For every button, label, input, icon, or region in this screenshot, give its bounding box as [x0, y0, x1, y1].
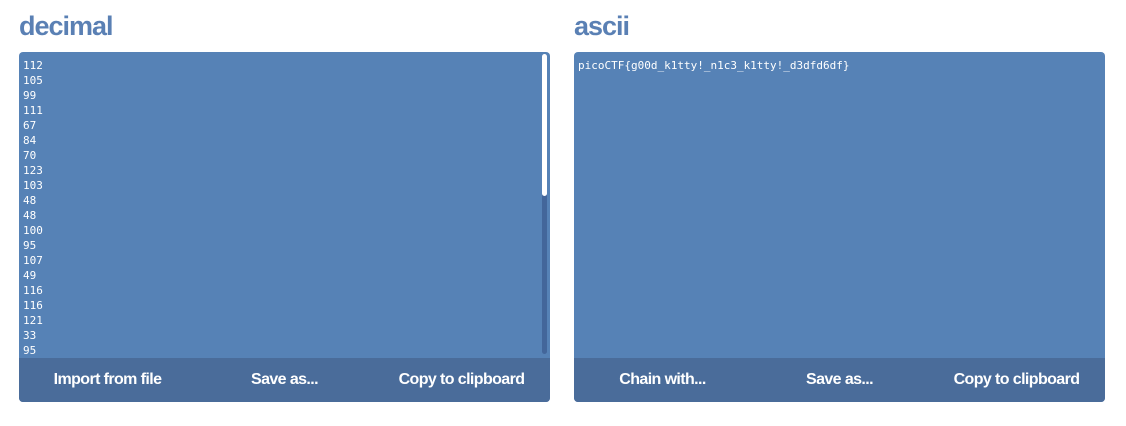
- decimal-line: 48: [23, 194, 37, 207]
- decimal-scrollbar[interactable]: [542, 54, 547, 354]
- decimal-line: 123: [23, 164, 43, 177]
- decimal-line: 111: [23, 104, 43, 117]
- decimal-line: 95: [23, 239, 37, 252]
- decimal-line: 70: [23, 149, 37, 162]
- decimal-toolbar: Import from file Save as... Copy to clip…: [19, 358, 550, 402]
- ascii-output[interactable]: picoCTF{g00d_k1tty!_n1c3_k1tty!_d3dfd6df…: [574, 52, 1105, 358]
- ascii-save-as-button[interactable]: Save as...: [806, 371, 874, 388]
- decimal-line: 107: [23, 254, 43, 267]
- import-from-file-button[interactable]: Import from file: [53, 371, 162, 388]
- decimal-line: 95: [23, 344, 37, 357]
- decimal-input[interactable]: 112 105 99 111 67 84 70 123 103 48 48 100 95 107 49 116…: [19, 52, 550, 358]
- decimal-title: decimal: [19, 11, 114, 41]
- decimal-line: 100: [23, 224, 43, 237]
- decimal-line: 105: [23, 74, 43, 87]
- ascii-box: picoCTF{g00d_k1tty!_n1c3_k1tty!_d3dfd6df…: [574, 52, 1105, 402]
- decimal-save-as-button[interactable]: Save as...: [251, 371, 319, 388]
- decimal-line: 103: [23, 179, 43, 192]
- decimal-line: 48: [23, 209, 37, 222]
- decimal-line: 99: [23, 89, 37, 102]
- ascii-output-text: picoCTF{g00d_k1tty!_n1c3_k1tty!_d3dfd6df…: [578, 59, 850, 72]
- decimal-line: 116: [23, 284, 43, 297]
- chain-with-button[interactable]: Chain with...: [619, 371, 706, 388]
- ascii-toolbar: Chain with... Save as... Copy to clipboa…: [574, 358, 1105, 402]
- ascii-copy-to-clipboard-button[interactable]: Copy to clipboard: [953, 371, 1080, 388]
- decimal-line: 67: [23, 119, 37, 132]
- ascii-panel: ascii picoCTF{g00d_k1tty!_n1c3_k1tty!_d3…: [574, 0, 1105, 402]
- decimal-line: 116: [23, 299, 43, 312]
- decimal-panel: decimal 112 105 99 111 67 84 70 123 103 48 48 100 95…: [19, 0, 550, 402]
- decimal-line: 121: [23, 314, 43, 327]
- decimal-box: 112 105 99 111 67 84 70 123 103 48 48 100 95 107 49 116…: [19, 52, 550, 402]
- decimal-line: 49: [23, 269, 37, 282]
- decimal-line: 84: [23, 134, 37, 147]
- ascii-title: ascii: [574, 11, 630, 41]
- decimal-copy-to-clipboard-button[interactable]: Copy to clipboard: [398, 371, 525, 388]
- decimal-line: 112: [23, 59, 43, 72]
- decimal-scrollbar-thumb[interactable]: [542, 54, 547, 196]
- decimal-line: 33: [23, 329, 37, 342]
